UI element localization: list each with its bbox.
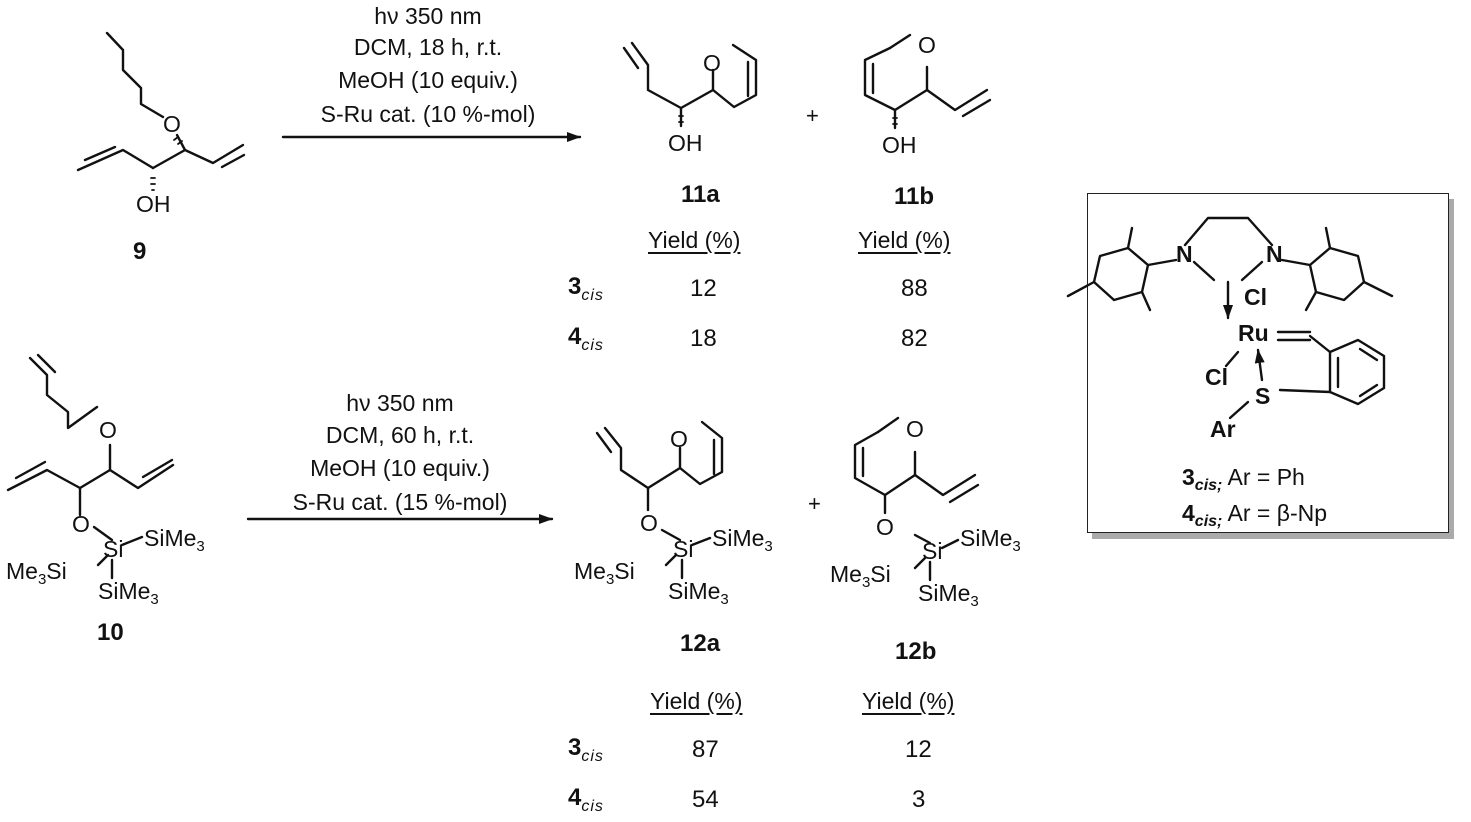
cpd12b-si: Si [922,538,943,564]
catalyst-cl-top: Cl [1244,284,1267,310]
structure-12b [853,416,980,582]
yield-header-12b: Yield (%) [862,688,955,714]
catalyst-n-right: N [1266,241,1283,267]
yield-12b-cat3: 12 [905,736,932,763]
catalyst-legend-3cis: 3cis; Ar = Ph [1182,464,1305,494]
cpd10-si: Si [103,536,124,562]
catalyst-structure [1066,216,1394,420]
cpd12b-sime3-right: SiMe3 [960,525,1021,555]
cpd12b-sime3-bottom: SiMe3 [918,580,979,610]
compound-label-11b: 11b [894,183,935,210]
plus-sign-2: + [808,491,821,516]
catalyst-ar: Ar [1210,416,1236,442]
structure-9 [76,31,246,191]
catalyst-legend-4cis: 4cis; Ar = β-Np [1182,500,1327,530]
cpd9-oxygen: O [163,111,181,137]
yield-12a-cat4: 54 [692,786,719,813]
yield-11a-cat4: 18 [690,325,717,352]
cpd10-sime3-bottom: SiMe3 [98,578,159,608]
cpd10-ether-oxygen: O [99,417,117,443]
compound-label-9: 9 [133,238,147,265]
yield-11b-cat3: 88 [901,275,928,302]
reaction1-condition-2: DCM, 18 h, r.t. [353,34,503,60]
cpd10-silyl-oxygen: O [72,511,90,537]
cpd12a-sime3-bottom: SiMe3 [668,578,729,608]
cpd11b-oxygen: O [918,32,936,58]
cpd10-me3si: Me3Si [6,558,67,588]
reaction2-condition-4: S-Ru cat. (15 %-mol) [292,489,508,515]
cpd11b-hydroxyl: OH [882,132,917,158]
yield-12a-cat3: 87 [692,736,719,763]
catalyst-n-left: N [1176,241,1193,267]
plus-sign-1: + [806,103,819,128]
yield-11b-cat4: 82 [901,325,928,352]
cpd10-sime3-right: SiMe3 [144,525,205,555]
compound-label-12b: 12b [895,638,937,665]
compound-label-11a: 11a [681,181,720,208]
compound-label-12a: 12a [680,630,721,657]
reaction2-condition-3: MeOH (10 equiv.) [310,455,490,481]
catalyst-box [1087,193,1449,533]
cpd12a-ring-oxygen: O [670,426,688,452]
compound-label-10: 10 [97,619,124,646]
reaction1-condition-1: hν 350 nm [374,3,482,29]
reaction2-catalyst-row-1: 3cis [568,734,604,765]
reaction2-catalyst-row-2: 4cis [568,784,604,815]
cpd12a-sime3-right: SiMe3 [712,525,773,555]
cpd12a-si: Si [673,536,694,562]
yield-header-11a: Yield (%) [648,227,741,253]
structure-12a [595,420,724,580]
cpd12a-me3si: Me3Si [574,558,635,588]
yield-header-11b: Yield (%) [858,227,951,253]
reaction1-condition-3: MeOH (10 equiv.) [338,67,518,93]
cpd12b-ring-oxygen: O [906,416,924,442]
reaction2-condition-1: hν 350 nm [346,390,454,416]
yield-11a-cat3: 12 [690,275,717,302]
yield-header-12a: Yield (%) [650,688,743,714]
cpd9-hydroxyl: OH [136,191,171,217]
cpd12b-silyl-oxygen: O [876,514,894,540]
reaction1-catalyst-row-2: 4cis [568,323,604,354]
cpd11a-oxygen: O [703,50,721,76]
structure-11a [622,41,758,128]
catalyst-ru: Ru [1238,320,1269,346]
reaction2-condition-2: DCM, 60 h, r.t. [325,422,475,448]
yield-12b-cat4: 3 [912,786,926,813]
reaction1-catalyst-row-1: 3cis [568,273,604,304]
structure-11b [863,33,992,130]
catalyst-sulfur: S [1255,383,1271,409]
cpd11a-hydroxyl: OH [668,130,703,156]
cpd12b-me3si: Me3Si [830,561,891,591]
structure-10 [6,353,175,580]
cpd12a-silyl-oxygen: O [640,510,658,536]
reaction1-condition-4: S-Ru cat. (10 %-mol) [320,101,536,127]
catalyst-cl-left: Cl [1205,364,1228,390]
